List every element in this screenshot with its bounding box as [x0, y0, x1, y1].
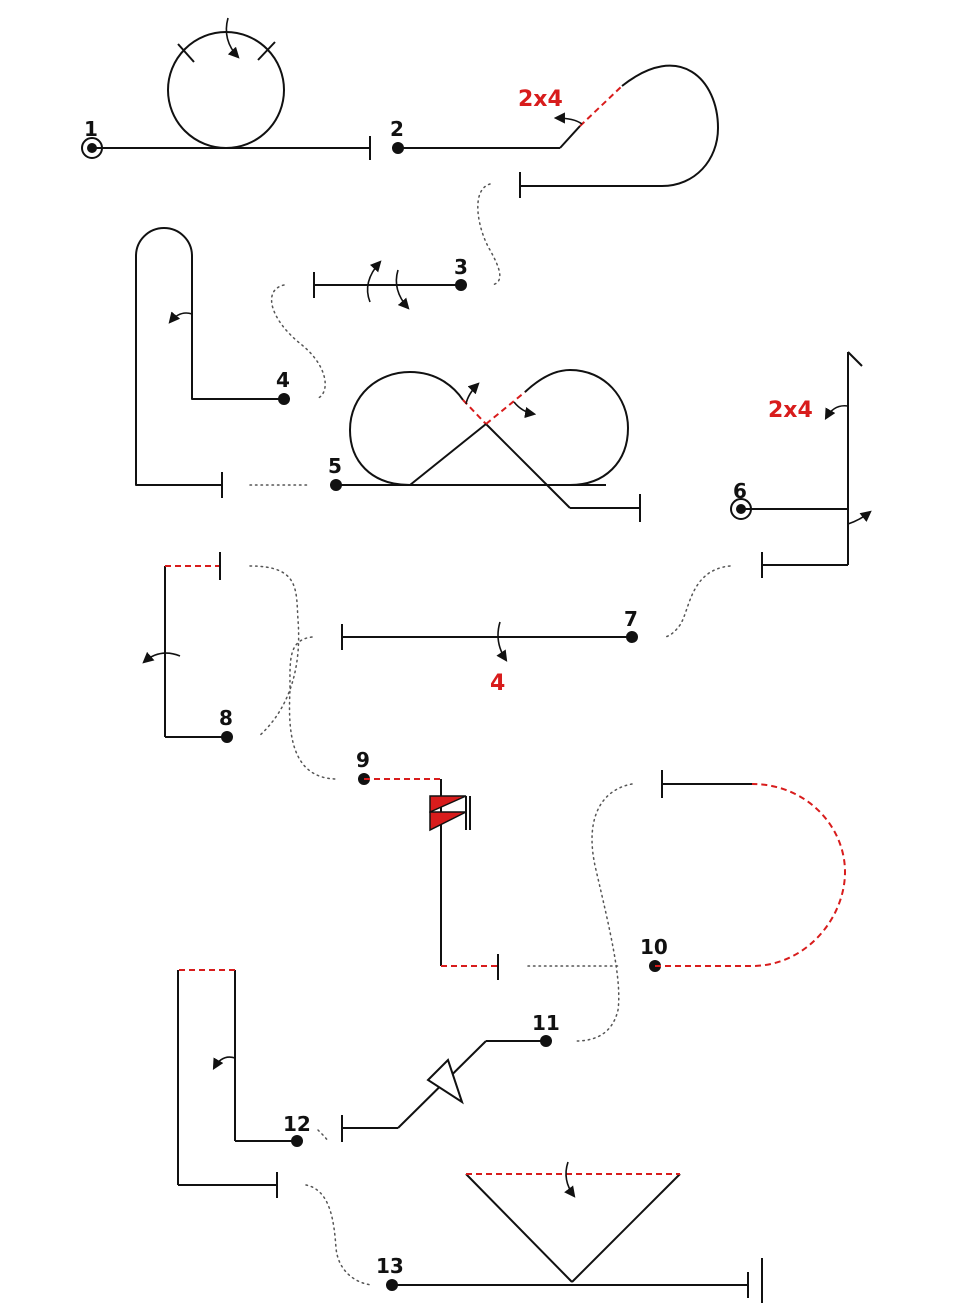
connector-6-7 [663, 565, 731, 638]
connector-12-13 [305, 1184, 373, 1286]
connector-3-4 [270, 284, 326, 400]
figure-5-figure-eight: 5 [328, 369, 641, 522]
figure-11-45-line: 11 [341, 1011, 560, 1142]
figure-7-point-roll: 7 4 [341, 607, 638, 696]
figure-number-11: 11 [532, 1011, 560, 1035]
rotation-annotation-a: 2x4 [518, 87, 563, 112]
figure-number-10: 10 [640, 935, 668, 959]
roll-count-annotation: 4 [490, 671, 505, 696]
figure-9-snap-roll: 9 [356, 748, 499, 980]
figure-10-half-loop: 10 [640, 770, 847, 972]
figure-4-hammerhead: 4 [135, 227, 290, 498]
figure-12-vertical: 12 [177, 969, 311, 1198]
rotation-annotation-b: 2x4 [768, 398, 813, 423]
connector-11-12 [317, 1129, 329, 1142]
figure-13-vee: 13 [376, 1161, 763, 1303]
connector-5-6 [249, 565, 300, 738]
connector-lines [249, 183, 731, 1286]
figure-number-1: 1 [84, 117, 98, 141]
figure-number-13: 13 [376, 1254, 404, 1278]
figure-start-dot [455, 279, 467, 291]
figure-number-8: 8 [219, 706, 233, 730]
figure-number-2: 2 [390, 117, 404, 141]
figure-8-vertical: 8 [142, 552, 233, 743]
figure-number-12: 12 [283, 1112, 311, 1136]
loop-circle [167, 31, 285, 149]
snap-roll-symbol-upper [429, 795, 467, 814]
figure-number-9: 9 [356, 748, 370, 772]
flick-roll-symbol [426, 1058, 464, 1105]
figure-number-6: 6 [733, 479, 747, 503]
figure-2-half-loop: 2 2x4 [390, 64, 719, 198]
figure-6-vertical-roll: 6 2x4 [730, 351, 872, 578]
figure-number-7: 7 [624, 607, 638, 631]
figure-number-3: 3 [454, 255, 468, 279]
connector-2-3 [477, 183, 501, 286]
connector-7-8 [288, 636, 337, 780]
figure-3-roll: 3 [313, 255, 468, 310]
figure-number-5: 5 [328, 454, 342, 478]
figure-number-4: 4 [276, 368, 290, 392]
snap-roll-symbol-lower [429, 811, 467, 832]
connector-10-11 [575, 783, 633, 1042]
figure-1-loop: 1 [81, 17, 371, 160]
